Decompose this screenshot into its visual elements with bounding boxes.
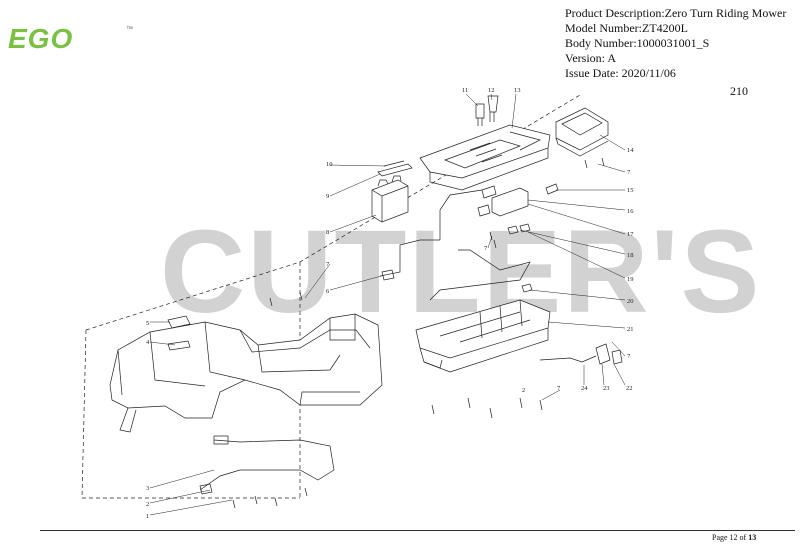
callout-8: 8 [326, 229, 329, 236]
wire-harness-mid [429, 249, 531, 301]
callout-2: 2 [146, 501, 149, 508]
callout-19: 19 [627, 276, 634, 283]
body-number: Body Number:1000031001_S [565, 36, 710, 50]
callout-5: 5 [146, 320, 149, 327]
battery [371, 175, 409, 223]
wire-harness-lower [199, 439, 335, 491]
callout-7e: 7 [557, 385, 561, 392]
footer-rule [40, 530, 795, 531]
page-prefix: Page 12 of [712, 533, 747, 542]
callout-7b: 7 [627, 169, 631, 176]
part-19-terminals [507, 223, 531, 235]
page-total: 13 [748, 533, 757, 542]
callout-4: 4 [146, 339, 150, 346]
diagram-number: 210 [730, 84, 748, 98]
callout-15: 15 [627, 187, 634, 194]
part-16-connector [481, 185, 497, 199]
part-12-switch [487, 95, 499, 122]
harness-connector [213, 435, 229, 445]
part-23-bracket [595, 343, 611, 365]
controller-module [555, 107, 609, 157]
part-2-clip [199, 483, 213, 495]
part-17-box [491, 187, 529, 217]
issue-date: Issue Date: 2020/11/06 [565, 66, 676, 80]
callout-14: 14 [627, 147, 634, 154]
callout-13: 13 [514, 87, 521, 94]
part-4-decal [167, 340, 191, 351]
callout-17: 17 [627, 231, 634, 238]
logo-text: EGO [8, 23, 74, 54]
part-18-plug [477, 204, 491, 217]
ego-logo: EGO ™ [8, 23, 133, 54]
battery-tray [415, 299, 551, 373]
callout-10: 10 [326, 161, 333, 168]
part-15-fuse [545, 183, 559, 195]
callout-6: 6 [326, 288, 330, 295]
leader-lines [149, 93, 626, 516]
model-number: Model Number:ZT4200L [565, 21, 688, 35]
callout-21: 21 [627, 326, 634, 333]
callout-7a: 7 [326, 261, 330, 268]
version: Version: A [565, 51, 616, 65]
callout-7c: 7 [484, 245, 488, 252]
wire-part-24 [539, 355, 597, 363]
part-9-bracket [377, 163, 413, 177]
part-6-connector [381, 269, 395, 281]
product-info-block: Product Description:Zero Turn Riding Mow… [565, 6, 786, 81]
wire-harness-upper [379, 189, 483, 277]
callout-9: 9 [326, 193, 329, 200]
callout-24: 24 [581, 385, 588, 392]
callout-22: 22 [626, 385, 633, 392]
callout-16: 16 [627, 208, 634, 215]
part-5-cover [167, 315, 191, 329]
watermark-text: CUTLER'S [160, 206, 761, 338]
part-22-plate [611, 349, 623, 365]
callout-20: 20 [627, 298, 634, 305]
callout-18: 18 [627, 252, 634, 259]
body-shell [109, 313, 383, 433]
control-panel [419, 124, 551, 191]
callout-2b: 2 [522, 387, 525, 394]
callout-7d: 7 [627, 353, 631, 360]
callout-labels: 1 2 3 4 5 6 7 8 9 10 11 12 13 14 7 15 16… [146, 87, 634, 520]
screws [232, 157, 605, 509]
page-indicator: Page 12 of 13 [712, 533, 756, 542]
dashed-assembly-line-left [81, 329, 300, 499]
callout-11: 11 [462, 87, 468, 94]
part-10-strip [383, 160, 405, 167]
product-description: Product Description:Zero Turn Riding Mow… [565, 6, 787, 20]
trademark-mark: ™ [126, 26, 133, 33]
part-11-key [475, 103, 485, 126]
callout-3: 3 [146, 485, 149, 492]
callout-23: 23 [603, 385, 610, 392]
callout-1: 1 [146, 513, 149, 520]
callout-12: 12 [488, 87, 495, 94]
